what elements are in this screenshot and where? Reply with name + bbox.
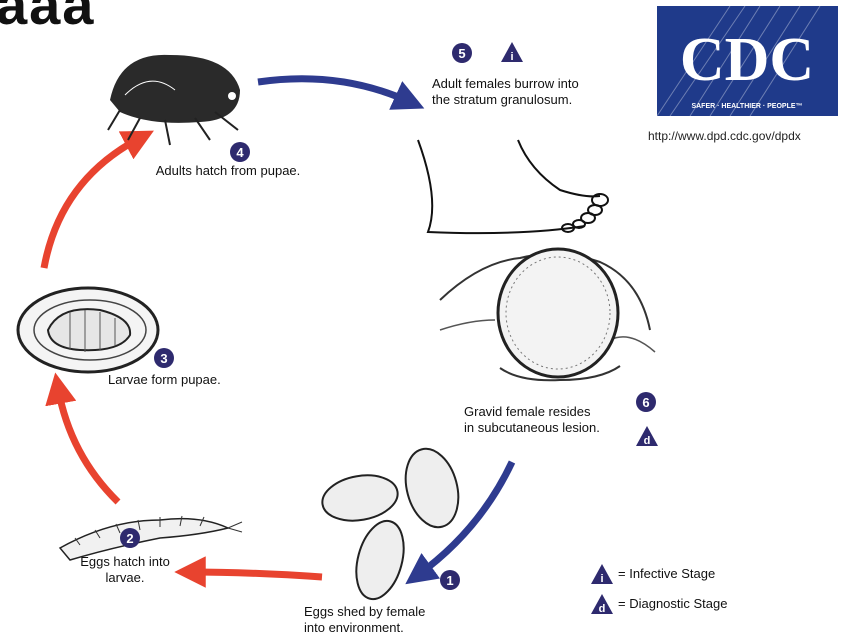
legend-infective-marker: i — [600, 573, 603, 585]
stage-2-text-2: larvae. — [60, 570, 190, 586]
lesion-illustration — [440, 249, 655, 380]
stage-4-number: 4 — [236, 145, 244, 160]
stage-5-number: 5 — [458, 46, 465, 61]
legend-infective: = Infective Stage — [618, 566, 715, 581]
stage-6-label: Gravid female resides in subcutaneous le… — [464, 404, 634, 436]
cdc-logo-text: CDC — [680, 26, 814, 94]
stage-5-marker: i — [510, 51, 513, 63]
cdc-logo-tagline: SAFER · HEALTHIER · PEOPLE™ — [691, 103, 802, 110]
stage-5-text-2: the stratum granulosum. — [432, 92, 632, 108]
arrow-1-to-2 — [190, 572, 322, 577]
stage-2-label: Eggs hatch into larvae. — [60, 554, 190, 586]
stage-6-text-2: in subcutaneous lesion. — [464, 420, 634, 436]
cropped-heading: aaa — [0, 0, 95, 37]
legend-diagnostic-marker: d — [599, 603, 606, 615]
stage-3-number: 3 — [160, 351, 167, 366]
arrow-2-to-3 — [58, 388, 118, 502]
foot-illustration — [418, 140, 608, 233]
stage-1-number: 1 — [446, 573, 453, 588]
arrow-3-to-4 — [44, 138, 140, 268]
stage-5-label: Adult females burrow into the stratum gr… — [432, 76, 632, 108]
stage-4-text: Adults hatch from pupae. — [156, 163, 301, 178]
stage-3-text: Larvae form pupae. — [108, 372, 221, 387]
stage-2-text-1: Eggs hatch into — [60, 554, 190, 570]
stage-5-text-1: Adult females burrow into — [432, 76, 632, 92]
stage-1-text-2: into environment. — [304, 620, 474, 636]
stage-3-label: Larvae form pupae. — [108, 372, 288, 388]
cdc-logo: CDC SAFER · HEALTHIER · PEOPLE™ — [657, 6, 838, 116]
flea-illustration — [108, 55, 240, 145]
stage-1-text-1: Eggs shed by female — [304, 604, 474, 620]
cdc-url[interactable]: http://www.dpd.cdc.gov/dpdx — [648, 129, 801, 143]
stage-6-marker: d — [644, 435, 651, 447]
pupa-illustration — [18, 288, 158, 372]
legend-infective-label: = Infective Stage — [618, 566, 715, 581]
arrow-4-to-5 — [258, 79, 410, 102]
stage-6-text-1: Gravid female resides — [464, 404, 634, 420]
legend-diagnostic-label: = Diagnostic Stage — [618, 596, 727, 611]
stage-4-label: Adults hatch from pupae. — [138, 163, 318, 179]
stage-2-number: 2 — [126, 531, 133, 546]
stage-6-number: 6 — [642, 395, 649, 410]
stage-1-label: Eggs shed by female into environment. — [304, 604, 474, 636]
legend-diagnostic: = Diagnostic Stage — [618, 596, 727, 611]
